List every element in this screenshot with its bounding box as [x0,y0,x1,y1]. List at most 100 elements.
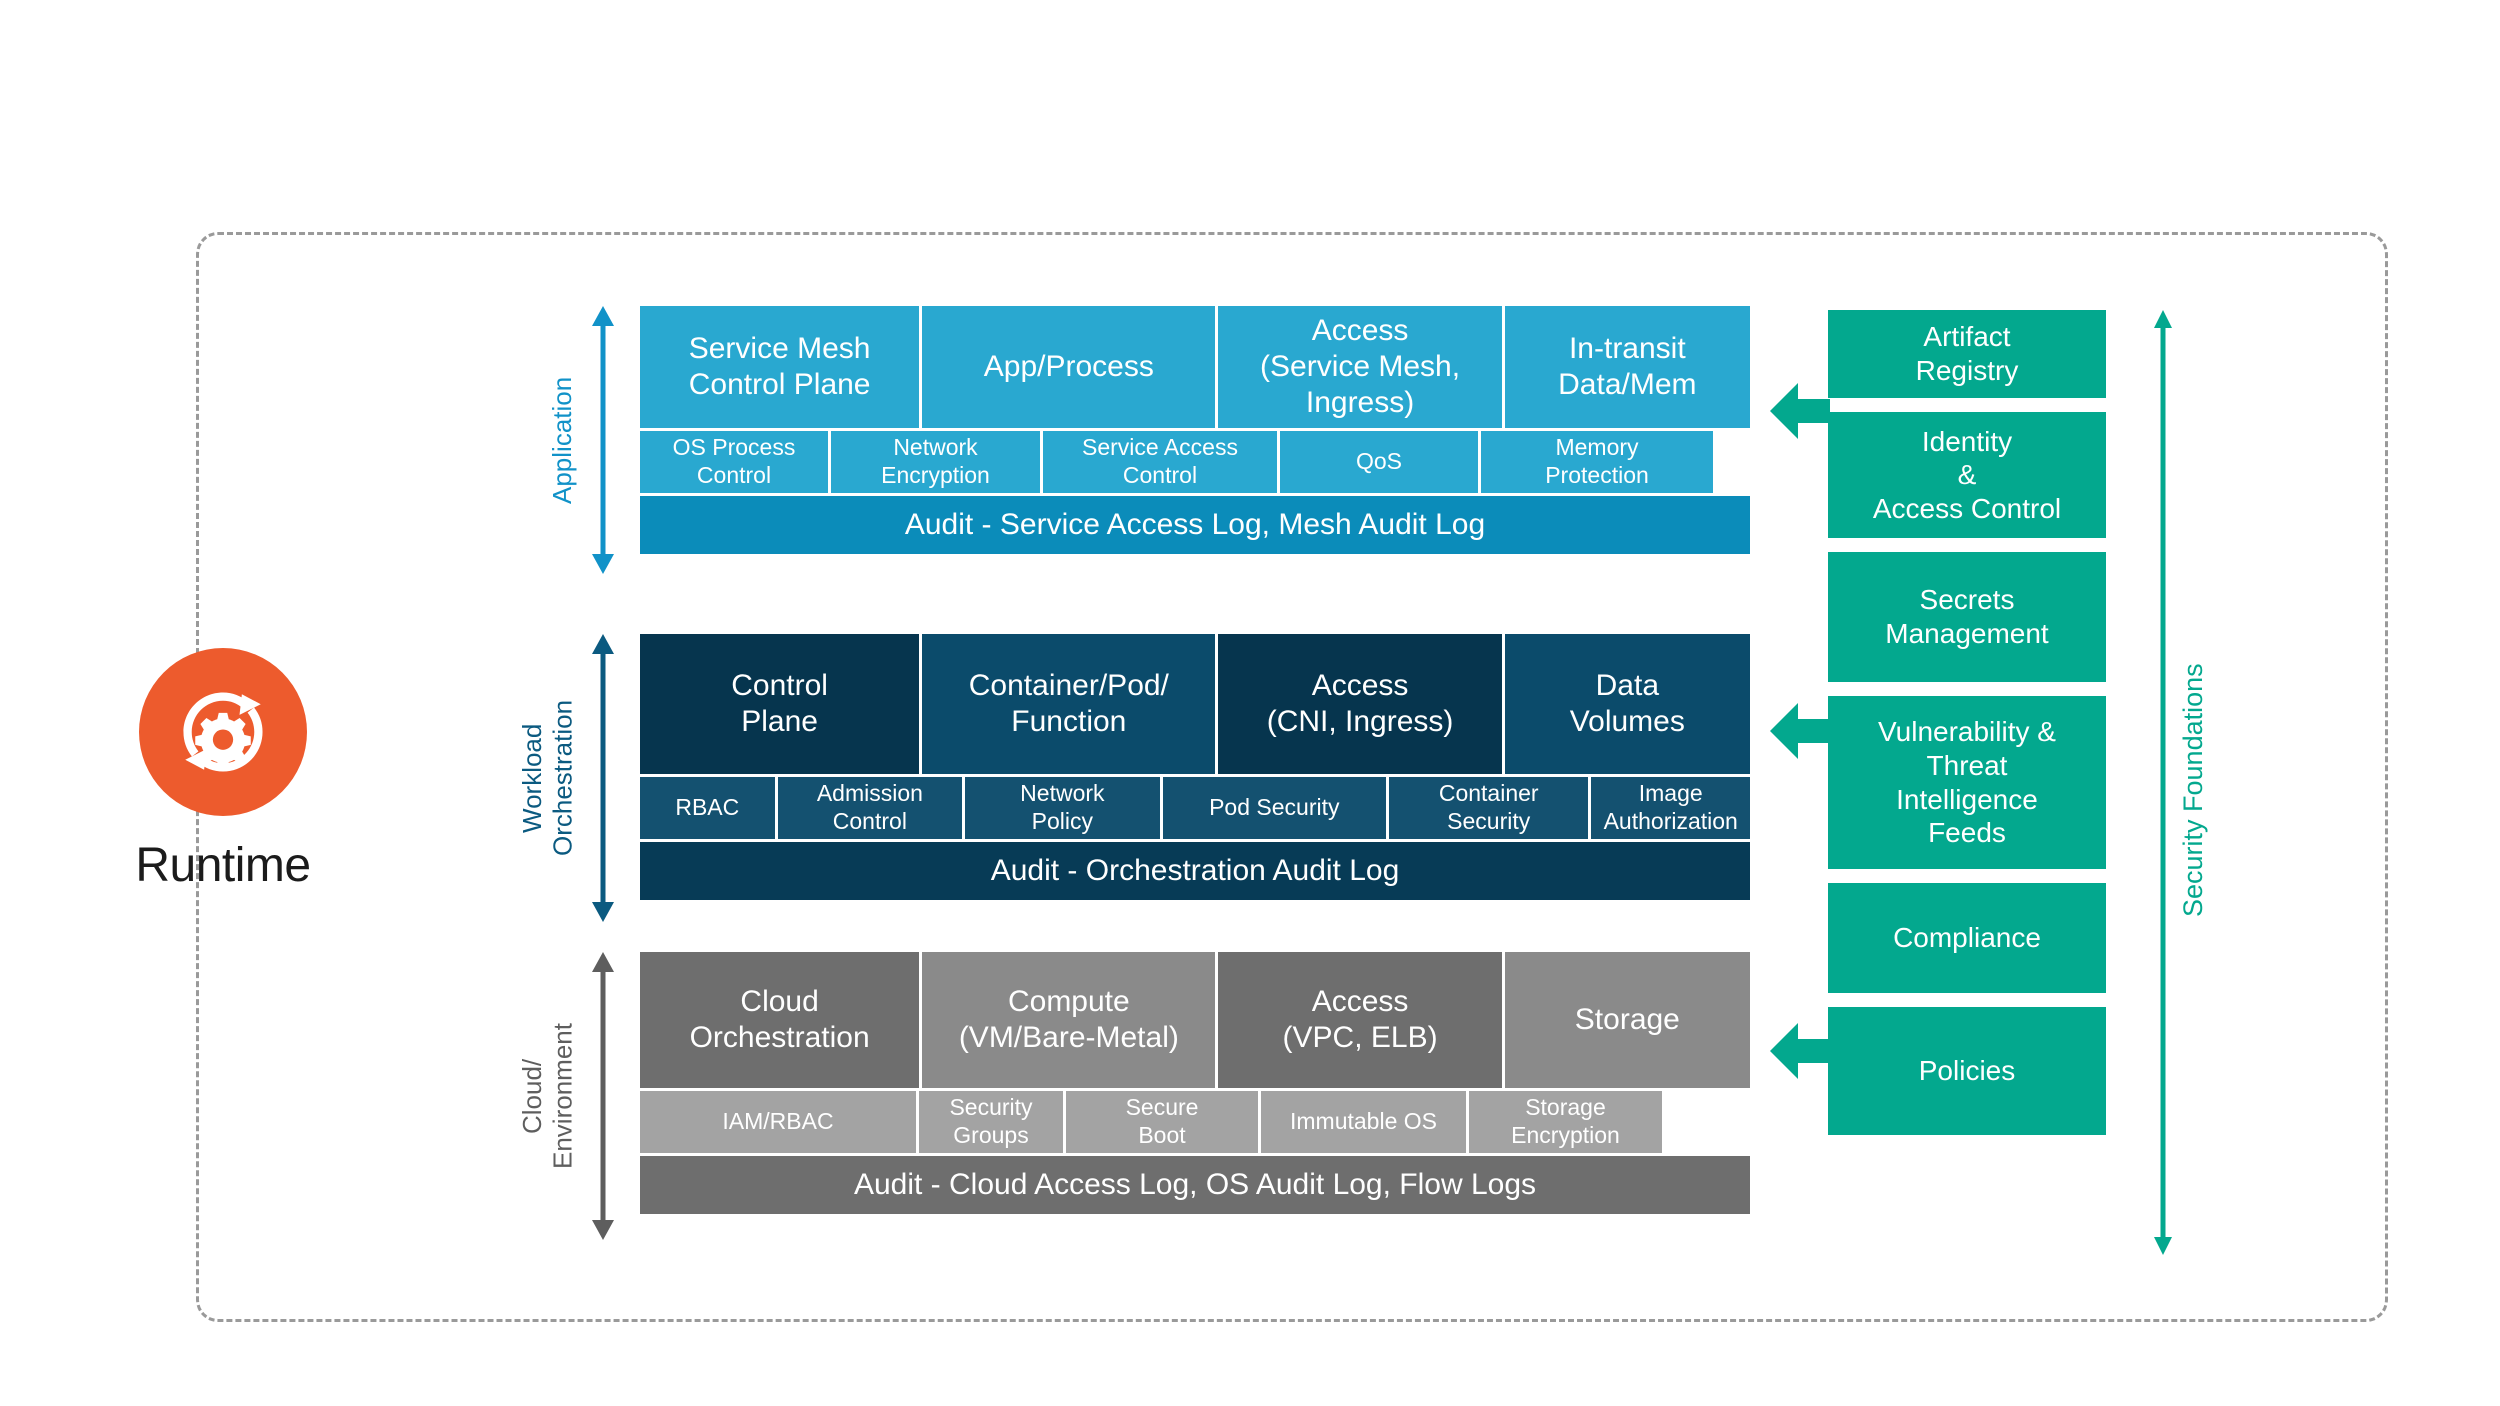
layer-application: Service Mesh Control Plane App/Process A… [640,306,1750,554]
connector-arrow-cloud-icon [1770,1023,1830,1079]
connector-arrow-workload-icon [1770,703,1830,759]
foundation-secrets-management[interactable]: Secrets Management [1828,552,2106,682]
cell-service-access-control[interactable]: Service Access Control [1043,431,1277,493]
cell-admission-control[interactable]: Admission Control [777,777,963,839]
divider [1215,306,1219,428]
cell-qos[interactable]: QoS [1280,431,1478,493]
row-gap [640,1153,1750,1156]
cell-container-pod-function[interactable]: Container/Pod/ Function [922,634,1216,774]
foundation-gap [1828,993,2106,1007]
divider [916,1091,919,1153]
cell-iam-rbac[interactable]: IAM/RBAC [640,1091,916,1153]
divider [919,306,923,428]
cell-app-process[interactable]: App/Process [922,306,1216,428]
divider [774,777,778,839]
cloud-control-row: IAM/RBAC Security Groups Secure Boot Imm… [640,1091,1750,1153]
cell-security-groups[interactable]: Security Groups [919,1091,1063,1153]
divider [828,431,831,493]
divider [1501,634,1505,774]
foundation-gap [1828,538,2106,552]
axis-label-workload-orchestration: Workload Orchestration [516,699,578,857]
divider [1501,306,1505,428]
divider [962,777,966,839]
row-gap [640,1088,1750,1091]
cell-image-authorization[interactable]: Image Authorization [1591,777,1750,839]
cell-storage[interactable]: Storage [1504,952,1750,1088]
row-gap [640,774,1750,777]
runtime-title: Runtime [135,839,311,892]
double-arrow-security-foundations-icon [2154,310,2172,1255]
divider [919,952,923,1088]
cell-control-plane[interactable]: Control Plane [640,634,920,774]
connector-arrow-application-icon [1770,383,1830,439]
cell-immutable-os[interactable]: Immutable OS [1261,1091,1466,1153]
cell-rbac[interactable]: RBAC [640,777,775,839]
divider [1385,777,1389,839]
divider [1466,1091,1469,1153]
audit-bar-cloud[interactable]: Audit - Cloud Access Log, OS Audit Log, … [640,1156,1750,1214]
application-control-row: OS Process Control Network Encryption Se… [640,431,1750,493]
cell-service-mesh-control-plane[interactable]: Service Mesh Control Plane [640,306,920,428]
cell-access-cni-ingress[interactable]: Access (CNI, Ingress) [1218,634,1502,774]
cloud-audit-row: Audit - Cloud Access Log, OS Audit Log, … [640,1156,1750,1214]
cell-pod-security[interactable]: Pod Security [1162,777,1386,839]
cell-in-transit-data-mem[interactable]: In-transit Data/Mem [1504,306,1750,428]
gear-refresh-cycle-icon [139,648,307,816]
layer-cloud-environment: Cloud Orchestration Compute (VM/Bare-Met… [640,952,1750,1214]
cell-network-encryption[interactable]: Network Encryption [831,431,1040,493]
foundation-gap [1828,869,2106,883]
cell-access-service-mesh-ingress[interactable]: Access (Service Mesh, Ingress) [1218,306,1502,428]
workload-control-row: RBAC Admission Control Network Policy Po… [640,777,1750,839]
axis-workload-orchestration: Workload Orchestration [498,634,616,922]
cell-data-volumes[interactable]: Data Volumes [1504,634,1750,774]
application-top-row: Service Mesh Control Plane App/Process A… [640,306,1750,428]
cell-network-policy[interactable]: Network Policy [965,777,1160,839]
cell-memory-protection[interactable]: Memory Protection [1481,431,1713,493]
axis-label-application: Application [547,376,578,504]
row-gap [640,428,1750,431]
foundation-gap [1828,682,2106,696]
cell-storage-encryption[interactable]: Storage Encryption [1469,1091,1662,1153]
divider [1588,777,1592,839]
foundation-policies[interactable]: Policies [1828,1007,2106,1135]
foundation-compliance[interactable]: Compliance [1828,883,2106,993]
axis-label-security-foundations: Security Foundations [2178,663,2208,917]
divider [919,634,923,774]
foundation-gap [1828,398,2106,412]
axis-label-cloud-environment: Cloud/ Environment [516,1023,578,1169]
workload-audit-row: Audit - Orchestration Audit Log [640,842,1750,900]
cell-cloud-orchestration[interactable]: Cloud Orchestration [640,952,920,1088]
runtime-logo-block: Runtime [98,648,348,893]
double-arrow-application-icon [592,306,614,574]
row-gap [640,839,1750,842]
double-arrow-cloud-icon [592,952,614,1240]
divider [1063,1091,1066,1153]
workload-top-row: Control Plane Container/Pod/ Function Ac… [640,634,1750,774]
foundation-identity-access-control[interactable]: Identity & Access Control [1828,412,2106,538]
divider [1258,1091,1261,1153]
layer-workload-orchestration: Control Plane Container/Pod/ Function Ac… [640,634,1750,900]
audit-bar-application[interactable]: Audit - Service Access Log, Mesh Audit L… [640,496,1750,554]
security-foundations-column: Artifact Registry Identity & Access Cont… [1828,310,2106,1135]
divider [1501,952,1505,1088]
divider [1040,431,1043,493]
cell-secure-boot[interactable]: Secure Boot [1066,1091,1258,1153]
double-arrow-workload-icon [592,634,614,922]
divider [1215,634,1219,774]
axis-application: Application [498,306,616,574]
axis-cloud-environment: Cloud/ Environment [498,952,616,1240]
row-gap [640,493,1750,496]
foundation-artifact-registry[interactable]: Artifact Registry [1828,310,2106,398]
cell-container-security[interactable]: Container Security [1388,777,1589,839]
divider [1478,431,1481,493]
application-audit-row: Audit - Service Access Log, Mesh Audit L… [640,496,1750,554]
cell-access-vpc-elb[interactable]: Access (VPC, ELB) [1218,952,1502,1088]
foundation-vulnerability-threat-intelligence-feeds[interactable]: Vulnerability & Threat Intelligence Feed… [1828,696,2106,869]
audit-bar-workload[interactable]: Audit - Orchestration Audit Log [640,842,1750,900]
cloud-top-row: Cloud Orchestration Compute (VM/Bare-Met… [640,952,1750,1088]
divider [1159,777,1163,839]
cell-compute-vm-bare-metal[interactable]: Compute (VM/Bare-Metal) [922,952,1216,1088]
cell-os-process-control[interactable]: OS Process Control [640,431,828,493]
divider [1215,952,1219,1088]
